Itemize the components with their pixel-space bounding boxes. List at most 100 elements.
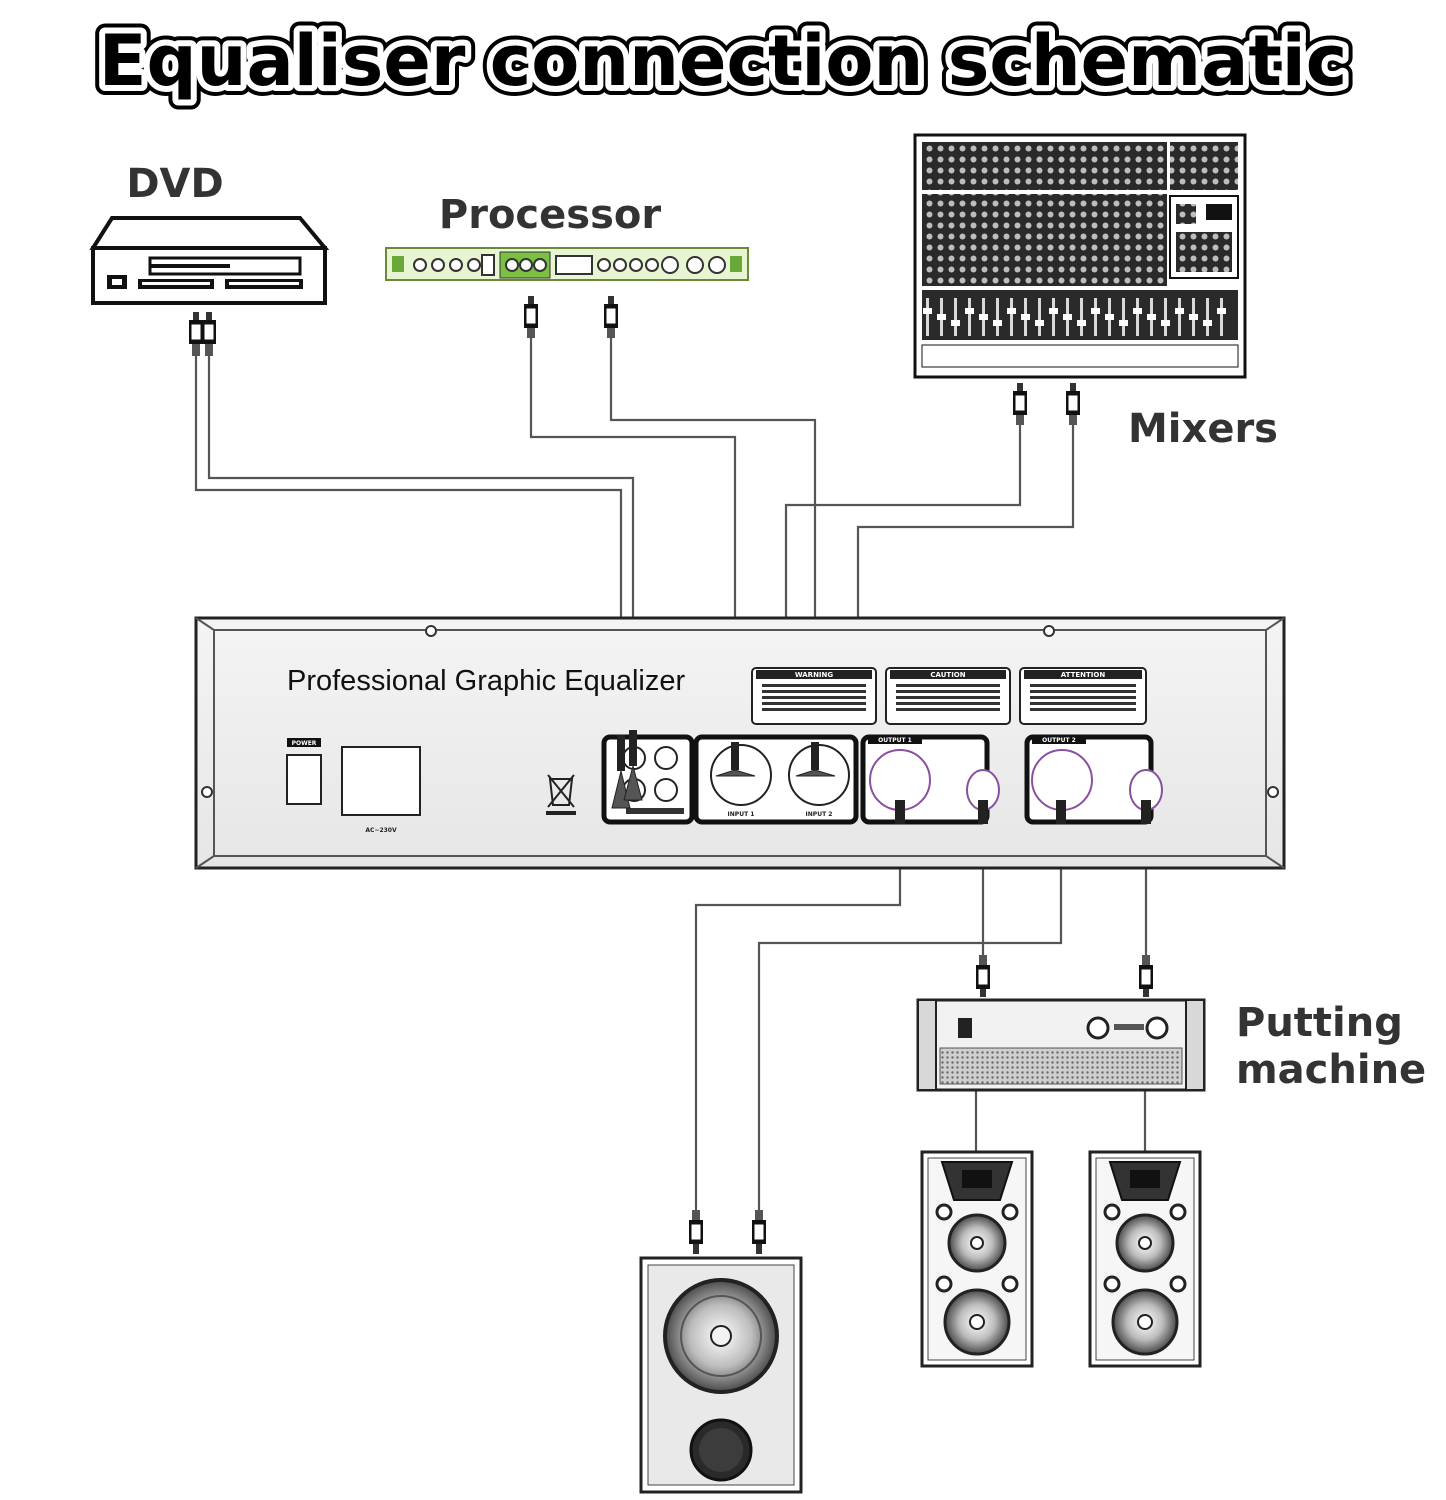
title-halo: Equaliser connection schematic <box>99 20 1348 102</box>
mixer-fader-track <box>1206 298 1209 336</box>
power-label-box <box>287 738 321 747</box>
power-label: POWER <box>292 740 317 747</box>
caution-label: CAUTION <box>930 671 965 679</box>
mixer-fader-track <box>1122 298 1125 336</box>
screw-icon <box>201 786 213 798</box>
mixer-fader-knob <box>1175 308 1184 314</box>
dvd-label: DVD <box>126 161 223 207</box>
recycle-bin-icon <box>546 774 576 815</box>
output2-block: OUTPUT 2 <box>1024 734 1163 825</box>
mixer-fader-knob <box>1105 314 1114 320</box>
attention-label: ATTENTION <box>1061 671 1106 679</box>
cable-processor-left <box>529 338 737 745</box>
cable-dvd-left <box>194 355 623 735</box>
amp-knob-icon <box>1145 1016 1169 1040</box>
mixer-fader-knob <box>1161 320 1170 326</box>
mixer-fader-knob <box>1091 308 1100 314</box>
input2-label: INPUT 2 <box>806 811 833 818</box>
mixer-fader-knob <box>937 314 946 320</box>
screw-icon <box>425 625 437 637</box>
dvd-player-icon <box>89 216 330 305</box>
warning-label-box: WARNING <box>751 667 877 725</box>
amplifier-label-line2: machine <box>1236 1047 1426 1093</box>
processor-icon <box>385 247 749 281</box>
cable-dvd-right <box>207 355 635 735</box>
mixer-fader-knob <box>1133 308 1142 314</box>
mixer-fader-track <box>1094 298 1097 336</box>
warning-label: WARNING <box>795 671 834 679</box>
amplifier-label-line1: Putting <box>1236 1000 1403 1046</box>
output1-label: OUTPUT 1 <box>878 737 912 744</box>
mixer-fader-track <box>1080 298 1083 336</box>
mixer-fader-track <box>1178 298 1181 336</box>
mixer-fader-knob <box>1217 308 1226 314</box>
mixers-label: Mixers <box>1128 406 1278 452</box>
rca-plug-icon <box>604 296 618 338</box>
rca-plug-icon <box>189 312 203 356</box>
rca-plug-icon <box>524 296 538 338</box>
title-banner: Equaliser connection schematic Equaliser… <box>89 10 1358 112</box>
mixer-fader-knob <box>1147 314 1156 320</box>
rca-plug-icon <box>752 1210 766 1254</box>
mixer-fader-track <box>1038 298 1041 336</box>
input1-label: INPUT 1 <box>728 811 755 818</box>
mixer-fader-track <box>1010 298 1013 336</box>
mixer-fader-knob <box>1077 320 1086 326</box>
mixer-fader-track <box>954 298 957 336</box>
cable-processor-right <box>609 338 817 745</box>
processor-label: Processor <box>439 192 661 238</box>
title-outline: Equaliser connection schematic <box>99 20 1348 102</box>
mixer-fader-track <box>1052 298 1055 336</box>
attention-label-box: ATTENTION <box>1019 667 1147 725</box>
voltage-label: AC~230V <box>365 827 397 834</box>
mixer-fader-knob <box>923 308 932 314</box>
caution-label-box: CAUTION <box>885 667 1011 725</box>
mixer-fader-knob <box>979 314 988 320</box>
mixer-faders <box>923 298 1226 336</box>
mixer-fader-knob <box>993 320 1002 326</box>
speaker-left-icon <box>920 1150 1034 1368</box>
mixer-icon <box>913 133 1247 379</box>
cables <box>194 338 1148 1215</box>
mixer-fader-track <box>1136 298 1139 336</box>
mixer-fader-knob <box>1063 314 1072 320</box>
mixer-fader-knob <box>1021 314 1030 320</box>
mixer-fader-knob <box>1035 320 1044 326</box>
amp-power-switch-icon <box>958 1018 972 1038</box>
xlr-input-block: INPUT 1 INPUT 2 <box>693 734 859 825</box>
cable-output2-sub-right <box>757 820 1063 1215</box>
inserted-plug-icons <box>611 730 1151 824</box>
mixer-fader-knob <box>965 308 974 314</box>
output2-label: OUTPUT 2 <box>1042 737 1076 744</box>
amp-knob-icon <box>1086 1016 1110 1040</box>
subwoofer-icon <box>639 1256 803 1494</box>
rca-plug-icon <box>1013 383 1027 425</box>
mixer-fader-knob <box>951 320 960 326</box>
power-amplifier-icon <box>916 998 1206 1092</box>
rca-plug-icon <box>976 955 990 997</box>
mixer-fader-knob <box>1203 320 1212 326</box>
rca-plug-icon <box>689 1210 703 1254</box>
mixer-fader-track <box>926 298 929 336</box>
equalizer-name: Professional Graphic Equalizer <box>287 665 685 697</box>
mixer-fader-track <box>968 298 971 336</box>
mixer-fader-knob <box>1049 308 1058 314</box>
rca-plug-icon <box>1139 955 1153 997</box>
speaker-right-icon <box>1088 1150 1202 1368</box>
screw-icon <box>1267 786 1279 798</box>
mixer-fader-knob <box>1119 320 1128 326</box>
ac-inlet-icon <box>341 746 421 816</box>
cable-output1-sub-left <box>694 820 902 1215</box>
rca-plug-icon <box>202 312 216 356</box>
output1-block: OUTPUT 1 <box>860 734 1000 825</box>
mixer-fader-knob <box>1007 308 1016 314</box>
screw-icon <box>1043 625 1055 637</box>
rca-plugs <box>189 296 1153 1254</box>
mixer-fader-track <box>1164 298 1167 336</box>
graphic-equalizer-panel: Professional Graphic Equalizer POWER AC~… <box>194 616 1286 870</box>
mixer-fader-track <box>1220 298 1223 336</box>
mixer-fader-knob <box>1189 314 1198 320</box>
power-switch-icon <box>286 754 322 805</box>
rca-plug-icon <box>1066 383 1080 425</box>
